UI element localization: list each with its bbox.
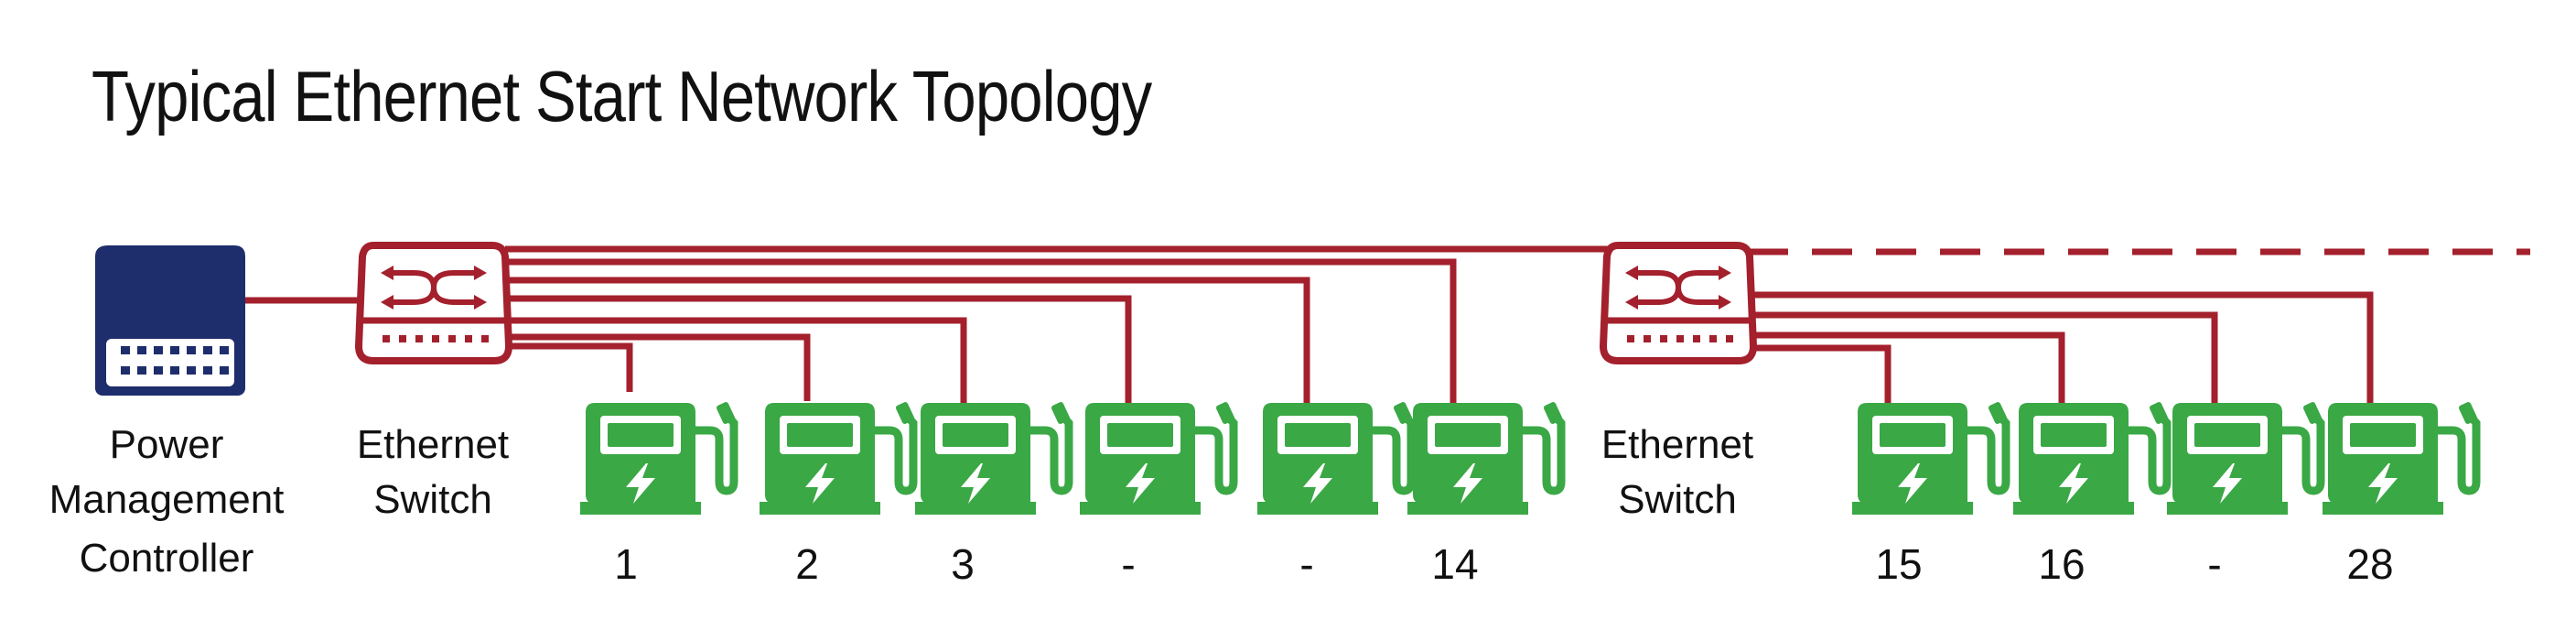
charger-label: 2 (795, 540, 819, 588)
ev-charger-icon (580, 401, 736, 515)
page-title: Typical Ethernet Start Network Topology (92, 56, 1152, 136)
ethernet-switch-icon (1603, 245, 1753, 361)
ethernet-switch-icon (359, 245, 509, 361)
wire-to-charger-3 (505, 317, 967, 408)
wire-to-charger-27 (1748, 311, 2218, 408)
controller-icon (95, 245, 245, 396)
wire-to-charger-28 (1748, 291, 2374, 408)
wire-to-charger-12 (505, 295, 1132, 408)
charger-label: 28 (2346, 540, 2393, 588)
switch-2-label-line-1: Ethernet (1601, 422, 1753, 467)
ev-charger-icon (1852, 401, 2008, 515)
switch-1-label-line-2: Switch (373, 477, 492, 522)
charger-label: 3 (951, 540, 975, 588)
charger-label: 16 (2038, 540, 2085, 588)
charger-label: 15 (1875, 540, 1922, 588)
ev-charger-icon (1407, 401, 1563, 515)
ev-charger-icon (2323, 401, 2478, 515)
ev-charger-icon (760, 401, 915, 515)
switch-1-label-line-1: Ethernet (357, 422, 509, 467)
wire-to-charger-13 (505, 277, 1310, 408)
controller-label-line-2: Management (49, 477, 285, 522)
controller-label-line-3: Controller (80, 536, 254, 581)
wire-to-charger-14 (505, 258, 1457, 408)
ev-charger-icon (2167, 401, 2323, 515)
charger-label: - (1299, 540, 1313, 588)
controller-label-line-1: Power (110, 422, 224, 467)
wire-to-charger-16 (1748, 331, 2065, 408)
switch-2-label-line-2: Switch (1618, 477, 1737, 522)
charger-label: 14 (1431, 540, 1478, 588)
wire-to-charger-15 (1748, 344, 1892, 408)
charger-label: - (1121, 540, 1135, 588)
network-wires (245, 245, 2530, 408)
charger-label: 1 (614, 540, 638, 588)
ev-charger-icon (1080, 401, 1235, 515)
charger-label: - (2207, 540, 2221, 588)
ev-charger-icon (915, 401, 1071, 515)
ev-charger-icon (1257, 401, 1413, 515)
wire-to-charger-1 (505, 342, 633, 392)
ev-charger-icon (2013, 401, 2169, 515)
wire-to-charger-2 (505, 333, 811, 401)
